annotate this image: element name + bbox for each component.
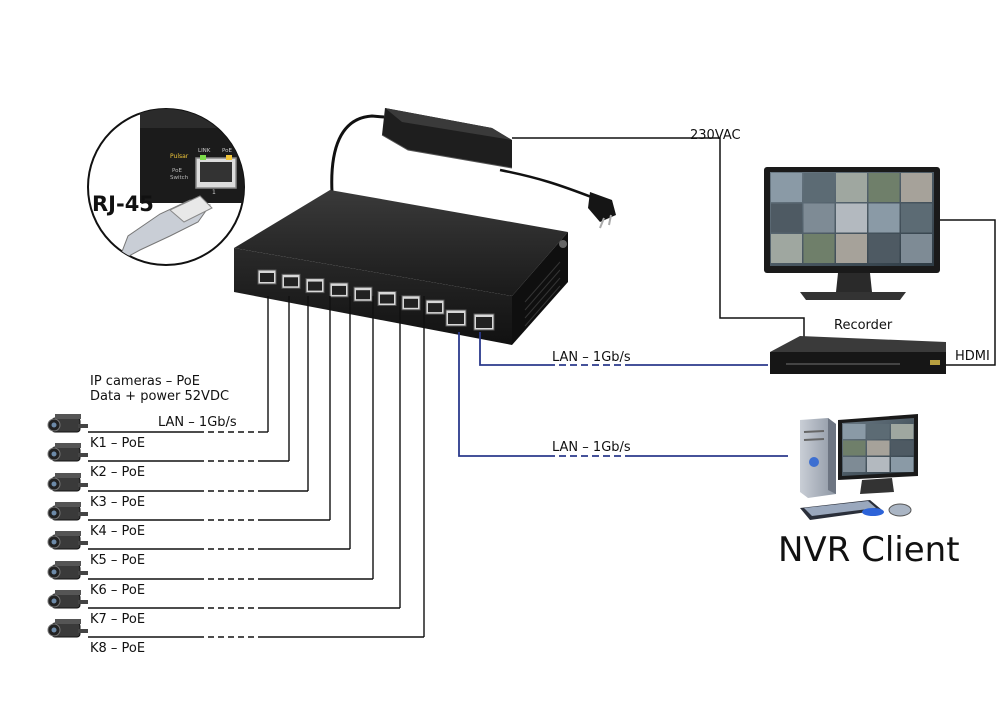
camera-label: K5 – PoE bbox=[90, 553, 146, 568]
camera-label: K2 – PoE bbox=[90, 465, 146, 480]
brand-logo: Pulsar bbox=[170, 153, 189, 160]
lan-uplinks bbox=[458, 332, 788, 457]
ip-camera bbox=[47, 531, 88, 550]
switch-ports bbox=[257, 269, 495, 331]
poe-port bbox=[329, 282, 349, 298]
poe-switch bbox=[234, 190, 568, 345]
power-adapter bbox=[330, 108, 805, 342]
poe-port bbox=[401, 295, 421, 311]
camera-label: K3 – PoE bbox=[90, 495, 146, 510]
camera-label: K7 – PoE bbox=[90, 612, 146, 627]
camera-cable bbox=[88, 296, 309, 492]
camera-label: K8 – PoE bbox=[90, 641, 146, 656]
camera-label: K4 – PoE bbox=[90, 524, 146, 539]
cameras-title: IP cameras – PoE bbox=[90, 374, 200, 389]
rj45-label: RJ-45 bbox=[92, 192, 154, 216]
lan-cameras-label: LAN – 1Gb/s bbox=[158, 415, 237, 430]
port-number: 1 bbox=[212, 189, 216, 196]
nvr-client-pc bbox=[800, 414, 918, 520]
recorder bbox=[770, 336, 946, 374]
camera-cables bbox=[88, 296, 425, 638]
poe-port bbox=[257, 269, 277, 285]
switch-text-1: PoE bbox=[172, 168, 182, 174]
poe-port bbox=[305, 278, 325, 294]
ip-camera bbox=[47, 502, 88, 521]
hdmi-label: HDMI bbox=[955, 349, 990, 364]
ip-camera bbox=[47, 443, 88, 462]
ip-camera bbox=[47, 619, 88, 638]
poe-port bbox=[281, 273, 301, 289]
switch-text-2: Switch bbox=[170, 175, 189, 181]
ip-camera bbox=[47, 473, 88, 492]
link-text: LINK bbox=[198, 148, 211, 154]
uplink-port bbox=[445, 309, 467, 327]
poe-port bbox=[353, 286, 373, 302]
ip-camera bbox=[47, 414, 88, 433]
ip-cameras bbox=[47, 414, 88, 638]
poe-port bbox=[425, 299, 445, 315]
camera-cable bbox=[88, 296, 331, 521]
recorder-label: Recorder bbox=[834, 318, 893, 333]
camera-cable bbox=[88, 296, 351, 550]
camera-cable bbox=[88, 296, 290, 462]
camera-cable bbox=[88, 296, 374, 580]
camera-label: K1 – PoE bbox=[90, 436, 146, 451]
poe-port bbox=[377, 291, 397, 306]
ip-camera bbox=[47, 590, 88, 609]
rj45-inset: Pulsar PoE Switch LINK PoE 1 bbox=[87, 108, 245, 266]
camera-cable bbox=[88, 296, 269, 433]
ip-camera bbox=[47, 561, 88, 580]
ac-label: 230VAC bbox=[690, 128, 741, 143]
lan-client-label: LAN – 1Gb/s bbox=[552, 440, 631, 455]
nvr-client-label: NVR Client bbox=[778, 530, 960, 570]
poe-text: PoE bbox=[222, 148, 232, 154]
lan-recorder-label: LAN – 1Gb/s bbox=[552, 350, 631, 365]
cameras-subtitle: Data + power 52VDC bbox=[90, 389, 230, 404]
uplink-port bbox=[473, 313, 495, 331]
camera-label: K6 – PoE bbox=[90, 583, 146, 598]
camera-cable bbox=[88, 296, 401, 609]
camera-cable bbox=[88, 296, 425, 638]
monitor bbox=[764, 167, 996, 366]
